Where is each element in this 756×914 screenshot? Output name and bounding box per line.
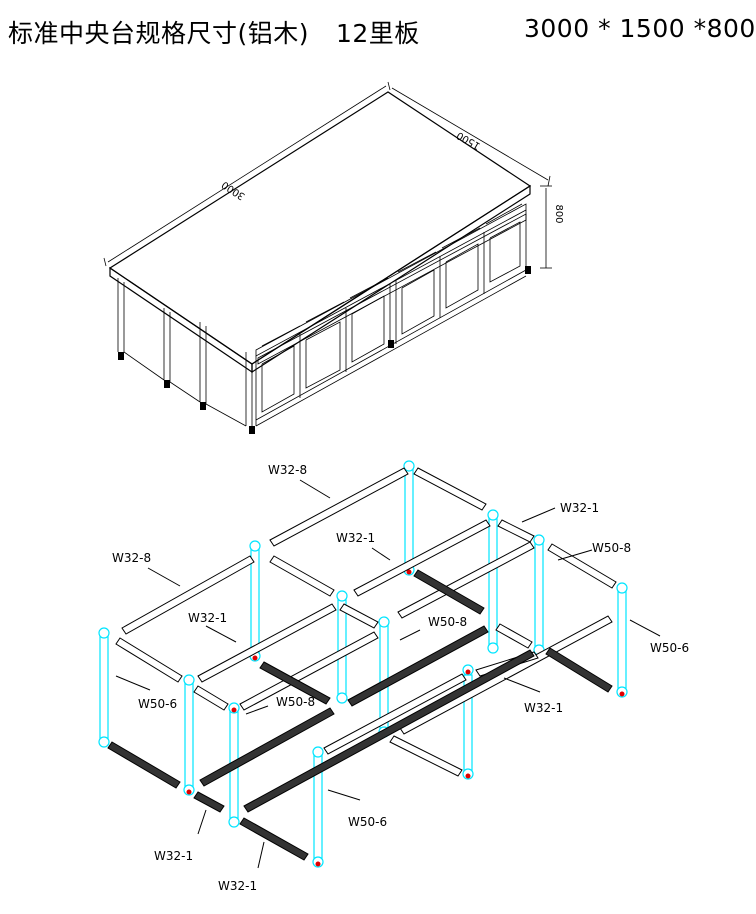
tabletop-edge-right bbox=[251, 184, 531, 374]
label-w32-8-front: W32-8 bbox=[112, 551, 151, 565]
label-w32-1-left: W32-1 bbox=[188, 611, 227, 625]
label-w32-1-bottom-2: W32-1 bbox=[218, 879, 257, 893]
table-feet bbox=[118, 266, 531, 434]
label-w32-1-right-top: W32-1 bbox=[560, 501, 599, 515]
label-w50-8-center-1: W50-8 bbox=[428, 615, 467, 629]
leader-lines bbox=[115, 479, 661, 869]
label-w32-8-back: W32-8 bbox=[268, 463, 307, 477]
label-w50-6-left: W50-6 bbox=[138, 697, 177, 711]
label-w50-6-front: W50-6 bbox=[348, 815, 387, 829]
label-w50-8-center-2: W50-8 bbox=[276, 695, 315, 709]
cabinet-fronts bbox=[255, 203, 527, 427]
frame-dark-beams bbox=[107, 569, 613, 861]
label-w32-1-right-lower: W32-1 bbox=[524, 701, 563, 715]
frame-exploded-view: W32-8 W32-8 W32-1 W32-1 W50-8 W32-1 W50-… bbox=[98, 460, 689, 893]
drawing-canvas: 3000 1500 800 bbox=[98, 81, 689, 893]
label-w50-6-right: W50-6 bbox=[650, 641, 689, 655]
left-end-panels bbox=[117, 278, 253, 427]
dimension-lines bbox=[103, 81, 552, 269]
frame-connectors bbox=[98, 460, 628, 868]
frame-fasteners bbox=[186, 569, 625, 867]
label-w32-1-bottom-1: W32-1 bbox=[154, 849, 193, 863]
dim-width: 1500 bbox=[455, 129, 483, 151]
tabletop bbox=[108, 91, 532, 365]
tabletop-edge-front bbox=[109, 266, 253, 374]
label-w50-8-right: W50-8 bbox=[592, 541, 631, 555]
page-title: 标准中央台规格尺寸(铝木) bbox=[8, 19, 310, 48]
overall-dimensions: 3000 * 1500 *800 bbox=[524, 14, 756, 43]
board-spec: 12里板 bbox=[336, 19, 420, 48]
frame-light-rails bbox=[115, 467, 617, 777]
dim-height: 800 bbox=[553, 204, 564, 223]
table-illustration: 3000 1500 800 bbox=[103, 81, 564, 434]
label-w32-1-center: W32-1 bbox=[336, 531, 375, 545]
frame-posts bbox=[99, 469, 627, 865]
